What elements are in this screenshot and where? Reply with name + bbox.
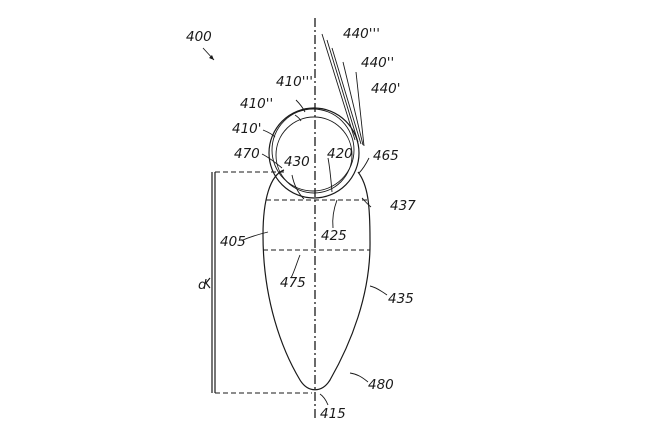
label-425: 425 (321, 228, 347, 244)
dimension-d (205, 172, 216, 393)
label-415: 415 (320, 406, 346, 422)
label-410-double-prime: 410'' (240, 96, 273, 112)
circles-410 (268, 107, 360, 199)
label-437: 437 (390, 198, 416, 214)
label-440-prime: 440' (371, 81, 400, 97)
label-440-double-prime: 440'' (361, 55, 394, 71)
label-405: 405 (220, 234, 246, 250)
label-420: 420 (327, 146, 353, 162)
label-465: 465 (373, 148, 399, 164)
figure-ref-label: 400 (186, 29, 212, 45)
label-430: 430 (284, 154, 310, 170)
label-410-triple-prime: 410''' (276, 74, 313, 90)
balloon-body-outline (262, 169, 371, 391)
figure-ref-arrow (202, 47, 215, 61)
label-475: 475 (280, 275, 306, 291)
label-410-prime: 410' (232, 121, 261, 137)
label-480: 480 (368, 377, 394, 393)
label-435: 435 (388, 291, 414, 307)
leader-lines (242, 99, 388, 406)
label-470: 470 (234, 146, 260, 162)
tilted-lines-440 (321, 33, 365, 147)
label-d: d (198, 277, 207, 293)
label-440-triple-prime: 440''' (343, 26, 380, 42)
